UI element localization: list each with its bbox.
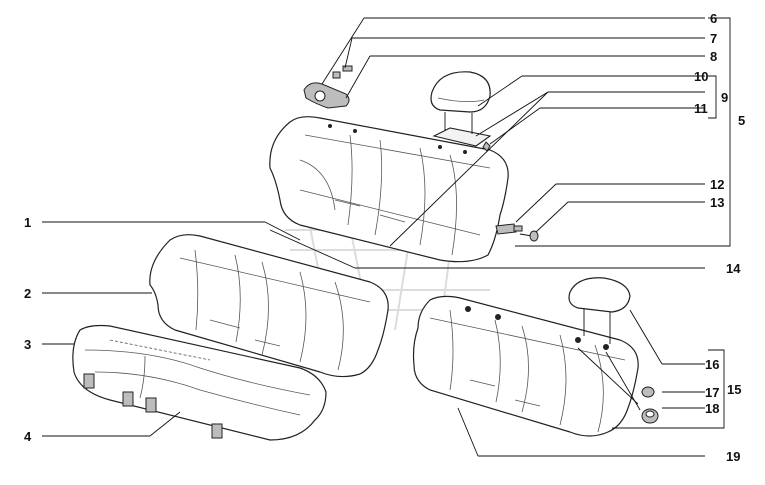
callout-4: 4 bbox=[24, 429, 32, 444]
callout-13: 13 bbox=[710, 195, 724, 210]
upper-headrest bbox=[430, 71, 492, 147]
callout-17: 17 bbox=[705, 385, 719, 400]
upper-seat-back bbox=[269, 116, 509, 263]
bolt-part-12 bbox=[495, 223, 523, 235]
guide-part-17 bbox=[641, 386, 655, 398]
callout-18: 18 bbox=[705, 401, 719, 416]
callout-16: 16 bbox=[705, 357, 719, 372]
hinge-bracket bbox=[303, 65, 353, 109]
callout-6: 6 bbox=[710, 11, 717, 26]
leader-lines bbox=[42, 17, 731, 457]
seat-cushion bbox=[72, 324, 327, 441]
callout-15: 15 bbox=[727, 382, 741, 397]
pin-part-13 bbox=[519, 230, 539, 242]
callout-14: 14 bbox=[726, 261, 741, 276]
callout-5: 5 bbox=[738, 113, 745, 128]
lower-headrest bbox=[568, 277, 631, 344]
callout-1: 1 bbox=[24, 215, 31, 230]
callout-8: 8 bbox=[710, 49, 717, 64]
callout-11: 11 bbox=[694, 101, 708, 116]
callout-7: 7 bbox=[710, 31, 717, 46]
cushion-brackets bbox=[83, 373, 223, 439]
lower-seat-back bbox=[412, 295, 639, 437]
callout-9: 9 bbox=[721, 90, 728, 105]
callout-19: 19 bbox=[726, 449, 740, 464]
guide-part-18 bbox=[641, 408, 659, 424]
callout-12: 12 bbox=[710, 177, 724, 192]
callout-10: 10 bbox=[694, 69, 708, 84]
callout-2: 2 bbox=[24, 286, 31, 301]
middle-seat-back bbox=[149, 234, 389, 378]
callout-3: 3 bbox=[24, 337, 31, 352]
